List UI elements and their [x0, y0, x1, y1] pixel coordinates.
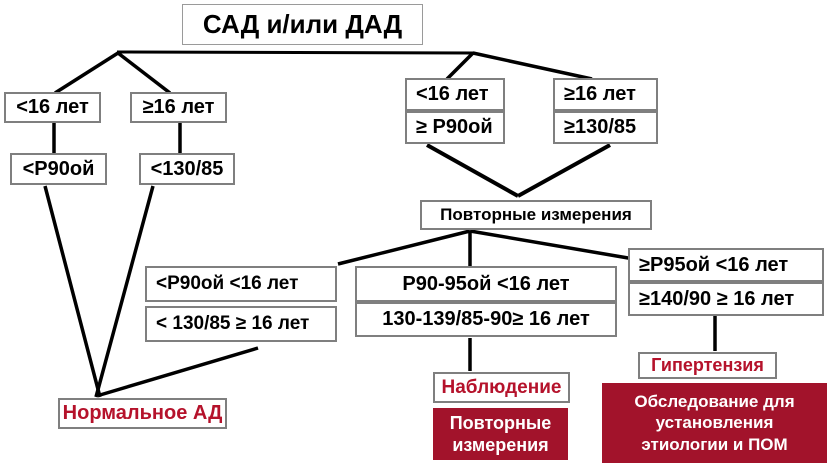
right-age-over16-box: ≥16 лет — [553, 78, 658, 111]
criteria-borderline-row2-box: 130-139/85-90≥ 16 лет — [355, 302, 617, 337]
outcome-observation-box: Наблюдение — [433, 372, 570, 403]
right-130-85-box: ≥130/85 — [553, 111, 658, 144]
left-p90-box: <Р90ой — [10, 153, 107, 185]
right-age-under16-box: <16 лет — [405, 78, 505, 111]
outcome-hypertension-box: Гипертензия — [638, 352, 777, 379]
outcome-workup-box: Обследование для установления этиологии … — [602, 383, 827, 463]
criteria-normal-row2-box: < 130/85 ≥ 16 лет — [145, 306, 337, 342]
outcome-repeat-measurements-box: Повторные измерения — [433, 408, 568, 460]
repeat-measurements-box: Повторные измерения — [420, 200, 652, 230]
criteria-borderline-row1-box: Р90-95ой <16 лет — [355, 266, 617, 302]
outcome-normal-bp-box: Нормальное АД — [58, 398, 227, 429]
root-box-sad-dad: САД и/или ДАД — [182, 4, 423, 45]
right-p90-box: ≥ Р90ой — [405, 111, 505, 144]
criteria-high-row1-box: ≥Р95ой <16 лет — [628, 248, 824, 282]
left-age-under16-box: <16 лет — [4, 92, 101, 123]
criteria-normal-row1-box: <Р90ой <16 лет — [145, 266, 337, 302]
criteria-high-row2-box: ≥140/90 ≥ 16 лет — [628, 282, 824, 316]
left-age-over16-box: ≥16 лет — [130, 92, 227, 123]
left-130-85-box: <130/85 — [139, 153, 235, 185]
